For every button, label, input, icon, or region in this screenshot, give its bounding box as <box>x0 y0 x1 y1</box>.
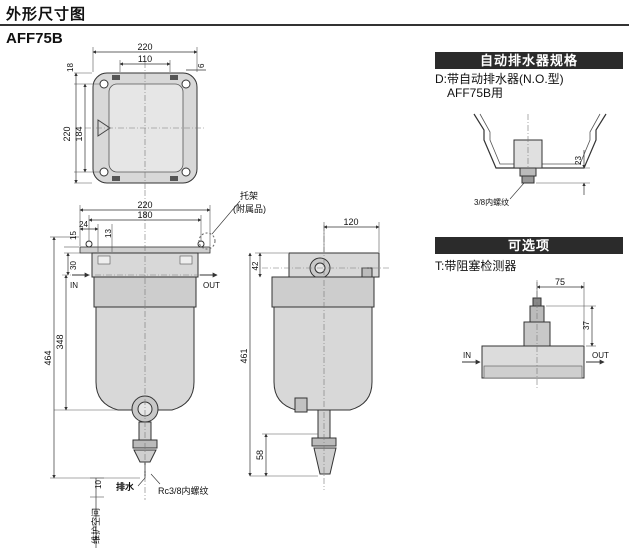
dim-top-220: 220 <box>137 42 152 52</box>
model-number: AFF75B <box>6 30 63 47</box>
bracket-label: 托架 <box>240 190 258 201</box>
option-in-label: IN <box>463 351 471 360</box>
dim-top-184: 184 <box>74 126 84 141</box>
dim-option-37: 37 <box>582 321 591 330</box>
dim-top-6: 6 <box>197 63 206 68</box>
front-in-label: IN <box>70 281 78 290</box>
option-desc: T:带阻塞检测器 <box>435 259 517 273</box>
dim-top-110: 110 <box>138 54 152 64</box>
auto-drain-model: AFF75B用 <box>447 86 504 100</box>
auto-drain-desc: D:带自动排水器(N.O.型) <box>435 72 564 86</box>
drain-thread-label: Rc3/8内螺纹 <box>158 485 209 496</box>
title-divider <box>0 24 629 26</box>
dim-front-220: 220 <box>137 200 152 210</box>
dim-front-464: 464 <box>43 350 53 365</box>
dim-front-13: 13 <box>104 229 113 238</box>
auto-drain-heading: 自动排水器规格 <box>435 52 623 69</box>
option-heading: 可选项 <box>435 237 623 254</box>
page-title: 外形尺寸图 <box>6 6 87 23</box>
auto-drain-detail: 23 3/8内螺纹 <box>473 113 607 207</box>
maintenance-space-label: 维护空间 <box>90 508 101 544</box>
dim-front-15: 15 <box>69 231 78 240</box>
top-view: 220 110 6 18 220 184 <box>62 42 206 190</box>
dim-front-24: 24 <box>79 220 88 229</box>
drain-spec-thread-label: 3/8内螺纹 <box>474 197 509 207</box>
bracket-sub-label: (附属品) <box>233 203 266 214</box>
dim-front-30: 30 <box>69 261 78 270</box>
dim-top-220v: 220 <box>62 126 72 141</box>
front-view: IN OUT 220 180 24 13 15 30 348 464 10 <box>43 190 266 548</box>
dim-front-180: 180 <box>137 210 152 220</box>
dim-side-461: 461 <box>239 348 249 363</box>
dim-top-18: 18 <box>66 63 75 72</box>
front-out-label: OUT <box>203 281 220 290</box>
dim-front-10: 10 <box>94 480 103 489</box>
option-detail: 75 37 IN OUT <box>462 277 609 390</box>
dim-drain-23: 23 <box>574 156 583 165</box>
option-out-label: OUT <box>592 351 609 360</box>
dim-front-348: 348 <box>55 334 65 349</box>
dim-side-42: 42 <box>251 261 260 270</box>
side-view: 120 42 461 58 <box>239 217 390 490</box>
dim-side-58: 58 <box>255 450 265 460</box>
drain-label: 排水 <box>116 481 135 492</box>
dim-option-75: 75 <box>555 277 565 287</box>
dim-side-120: 120 <box>343 217 358 227</box>
